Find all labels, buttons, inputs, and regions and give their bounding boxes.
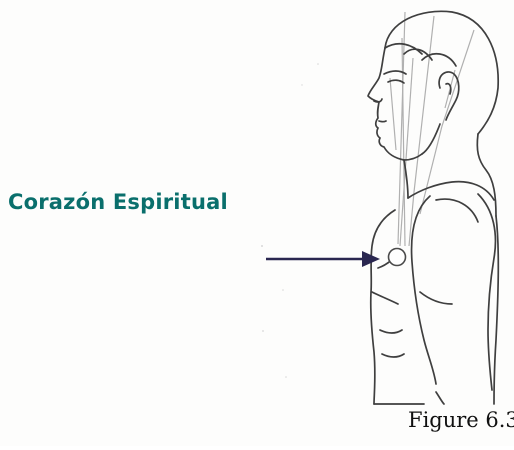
jaw xyxy=(422,124,440,154)
meridian-lines xyxy=(390,12,474,246)
acupoint-circle-icon xyxy=(389,249,406,266)
point-label: Corazón Espiritual xyxy=(8,190,228,214)
figure-caption: Figure 6.3 xyxy=(408,408,514,432)
figure-outline xyxy=(368,11,498,404)
chest-front xyxy=(371,210,395,404)
paper-speckles xyxy=(261,63,319,378)
ear xyxy=(439,72,459,120)
arrow xyxy=(266,251,380,267)
arm xyxy=(412,196,436,384)
